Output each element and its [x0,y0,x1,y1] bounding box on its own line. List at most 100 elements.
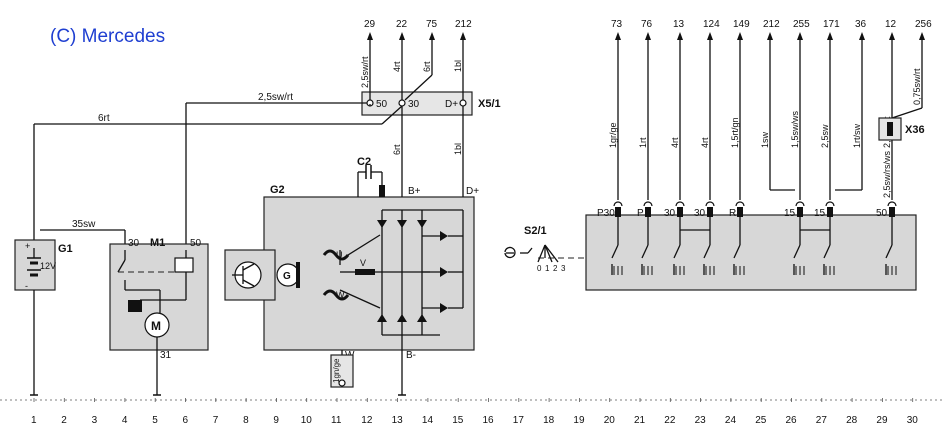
m1-term-31: 31 [160,350,172,361]
bottom-number-14: 14 [422,415,434,426]
bottom-number-18: 18 [543,415,555,426]
s2-1-term-30-2: 30 [664,208,676,219]
x36-label: X36 [905,124,925,136]
g2-letter-v: V [360,258,366,268]
m1-label: M1 [150,237,165,249]
bottom-number-10: 10 [301,415,313,426]
m1-term-50: 50 [190,238,202,249]
s2-1-term-15-5: 15 [784,208,796,219]
top-number-right-124: 124 [703,19,720,30]
x5-1-label: X5/1 [478,98,501,110]
top-number-right-171: 171 [823,19,840,30]
wire-label-r171: 2,5sw [820,124,830,148]
wire-x51-30-to-g1 [33,105,403,240]
top-number-right-13: 13 [673,19,685,30]
wire-label-6rt: 6rt [98,113,110,124]
top-number-right-212: 212 [763,19,780,30]
s2-1-label: S2/1 [524,225,547,237]
s2-1-pos-2: 2 [553,264,558,273]
s2-1-term-P30-0: P30 [597,208,615,219]
top-number-29: 29 [364,19,376,30]
wire-x51-50-to-m1 [185,102,371,244]
bottom-number-15: 15 [452,415,464,426]
bottom-number-9: 9 [273,415,279,426]
bottom-number-25: 25 [755,415,767,426]
top-wires-left [367,32,466,101]
wire-label-r124: 4rt [700,137,710,148]
top-number-22: 22 [396,19,408,30]
wire-label-r76: 1rt [638,137,648,148]
diagram-title: (C) Mercedes [50,26,165,47]
s2-1-term-P-1: P [637,208,644,219]
svg-text:M: M [151,319,161,333]
x5-1-terminal-dplus [459,99,467,107]
wire-label-6rt-vertical: 6rt [392,144,402,155]
wire-label-29: 2,5sw/rt [360,56,370,88]
g1-label: G1 [58,243,73,255]
g1-minus: - [25,281,28,291]
x5-1-term-label-50: 50 [376,99,388,110]
wire-label-r-x36: 2,5sw/rs/ws [882,150,892,198]
wire-label-r36: 1rt/sw [852,123,862,148]
top-number-right-76: 76 [641,19,653,30]
g2-term-bplus: B+ [408,186,421,197]
m1-term-30: 30 [128,238,140,249]
g2-rotor-letter: G [283,271,291,282]
bottom-number-8: 8 [243,415,249,426]
bottom-number-30: 30 [907,415,919,426]
bottom-number-24: 24 [725,415,737,426]
top-number-right-149: 149 [733,19,750,30]
top-number-212: 212 [455,19,472,30]
bottom-number-1: 1 [31,415,37,426]
top-number-75: 75 [426,19,438,30]
g2-letter-w: W [336,290,345,300]
wire-label-35sw: 35sw [72,219,96,230]
bottom-number-22: 22 [664,415,676,426]
top-number-right-256: 256 [915,19,932,30]
wire-label-r73: 1gr/ge [608,122,618,148]
wire-label-212: 1bl [453,60,463,72]
bottom-number-13: 13 [392,415,404,426]
wire-35sw [40,229,126,244]
g1-battery-box [14,239,56,291]
wire-label-r256: 0,75sw/rt [912,68,922,105]
wire-label-r255: 1,5sw/ws [790,110,800,148]
g2-term-dplus: D+ [466,186,479,197]
bottom-number-3: 3 [92,415,98,426]
top-number-right-12: 12 [885,19,897,30]
w-connector-box [330,354,354,388]
wire-label-75: 6rt [422,61,432,72]
s2-1-term-50-7: 50 [876,208,888,219]
wire-label-22: 4rt [392,61,402,72]
s2-1-pos-1: 1 [545,264,550,273]
bottom-number-17: 17 [513,415,525,426]
bottom-number-6: 6 [183,415,189,426]
bottom-number-20: 20 [604,415,616,426]
s2-1-pos-0: 0 [537,264,542,273]
s2-1-term-R-4: R [729,208,736,219]
g2-label: G2 [270,184,285,196]
wire-label-r149: 1,5rt/gn [730,117,740,148]
top-number-right-255: 255 [793,19,810,30]
bottom-number-11: 11 [331,415,342,426]
g2-stator [322,234,430,309]
bottom-number-23: 23 [695,415,707,426]
top-number-right-73: 73 [611,19,623,30]
bottom-number-19: 19 [573,415,585,426]
bottom-number-12: 12 [361,415,373,426]
g1-plus: + [25,241,30,251]
s2-1-pos-3: 3 [561,264,566,273]
top-wires-right: 731gr/ge761rt134rt1244rt1491,5rt/gn2121s… [608,19,932,200]
wire-label-r13: 4rt [670,137,680,148]
s2-1-term-15-6: 15 [814,208,826,219]
x5-1-term-label-dplus: D+ [445,99,458,110]
g2-letter-u: U [336,250,343,260]
m1-solenoid [174,257,194,273]
bottom-number-5: 5 [152,415,158,426]
wire-label-1bl-vertical: 1bl [453,143,463,155]
bottom-number-7: 7 [213,415,219,426]
s2-1-term-30-3: 30 [694,208,706,219]
